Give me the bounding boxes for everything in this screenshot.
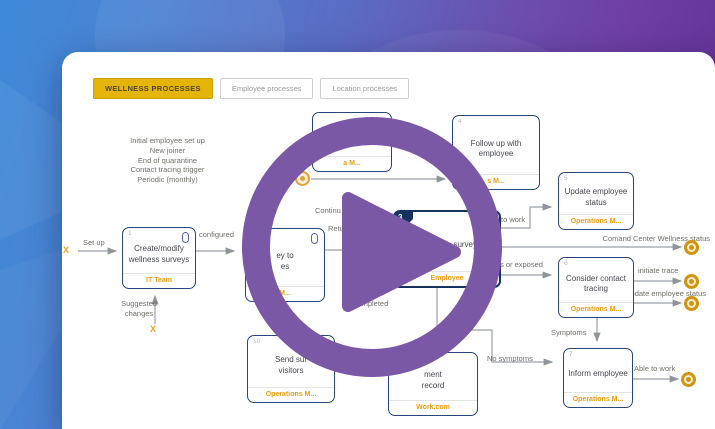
edge-label-exposed: s or exposed [500,260,543,269]
tab-wellness-processes[interactable]: WELLNESS PROCESSES [93,78,213,99]
edge-label-able-to-work: Able to work [634,364,676,373]
task-update-employee-status[interactable]: 5 Update employee status Operations M... [558,172,634,230]
event-dot [689,301,694,306]
task-role: IT Team [123,273,195,288]
edge-label-suggested-changes: Suggested changes [121,299,157,318]
edge-label-configured: configured [199,230,235,239]
attachment-icon [182,232,189,243]
event-dot [689,279,694,284]
end-event-wellness-status[interactable] [684,240,699,255]
task-role: Operations M... [559,214,633,229]
task-title: ment record [421,370,445,390]
end-event-update-status[interactable] [684,296,699,311]
task-title: Consider contact tracing [565,273,627,293]
play-ring [242,117,502,377]
event-dot [686,377,691,382]
edge-label-no-symptoms: No symptoms [487,354,533,363]
edge-label-initiate-trace: initiate trace [638,266,679,275]
task-number: 5 [564,175,568,182]
task-role: Operations M... [564,392,632,407]
task-create-wellness-surveys[interactable]: 1 Create/modify wellness surveys IT Team [122,227,196,289]
task-role: Operations M... [559,302,633,317]
task-number: 7 [569,351,573,358]
trigger-list-note: Initial employee set up New joiner End o… [130,136,205,184]
end-event-able-to-work[interactable] [681,372,696,387]
edge-label-update-employee-status: update employee status [626,289,706,298]
task-title: Follow up with employee [470,138,522,158]
task-title: Inform employee [568,369,628,379]
edge-label-command-center-status: Comand Center Wellness status [602,234,710,243]
task-consider-contact-tracing[interactable]: 6 Consider contact tracing Operations M.… [558,257,634,318]
task-number: 10 [253,338,261,345]
task-role: s M... [453,174,539,189]
edge-label-symptoms: Symptoms [551,328,587,337]
edge-label-set-up: Set up [83,238,105,247]
task-title: Update employee status [564,187,628,207]
edge-label-to-work: to work [501,215,526,224]
task-title: Create/modify wellness surveys [128,244,190,264]
task-inform-employee[interactable]: 7 Inform employee Operations M... [563,348,633,408]
tab-employee-processes[interactable]: Employee processes [219,78,314,99]
process-tab-bar: WELLNESS PROCESSES Employee processes Lo… [93,78,410,99]
task-role: Work.com [389,400,477,415]
task-number: 1 [128,230,132,237]
task-number: 6 [564,260,568,267]
task-follow-up-employee[interactable]: 4 Follow up with employee s M... [452,115,540,190]
x-changes-marker: X [150,324,157,334]
end-event-initiate-trace[interactable] [684,274,699,289]
tab-location-processes[interactable]: Location processes [320,78,410,99]
task-title: Send sur visitors [274,355,308,375]
event-dot [689,245,694,250]
task-number: 4 [458,118,462,125]
task-role: Operations M... [248,387,334,402]
x-start-marker: X [63,245,70,255]
